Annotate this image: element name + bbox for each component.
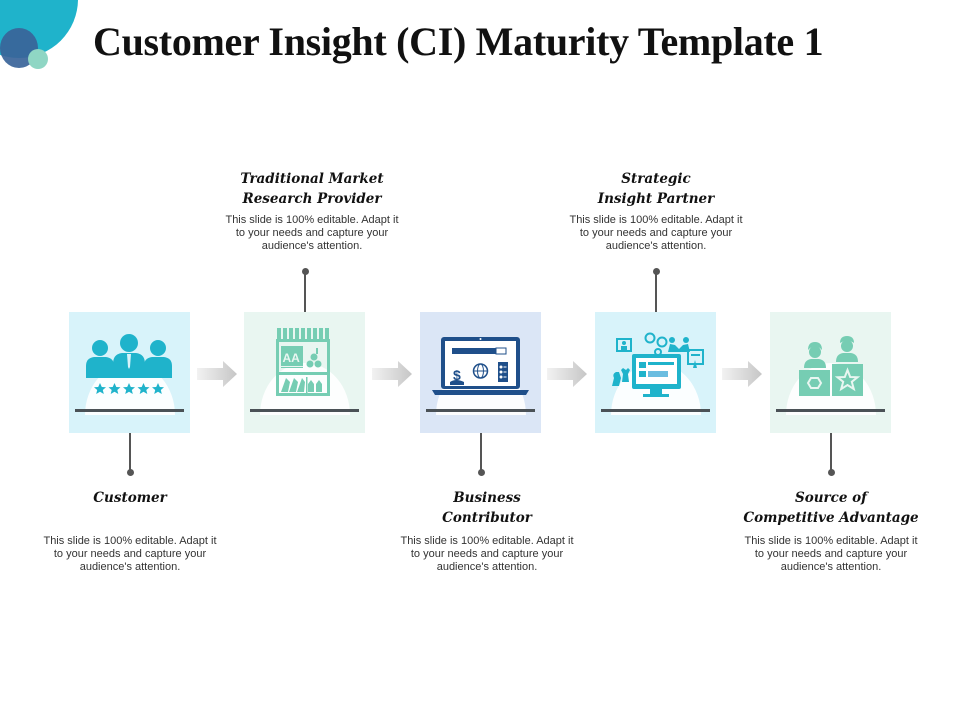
description-line: audience's attention. — [79, 561, 181, 573]
description-line: audience's attention. — [436, 561, 538, 573]
connector-line — [830, 433, 832, 473]
tile-base-line — [75, 409, 184, 412]
svg-text:$: $ — [453, 367, 461, 383]
description-line: to your needs and capture your — [754, 548, 908, 560]
stage-description-traditional-market-research-provider: This slide is 100% editable. Adapt it to… — [201, 214, 423, 253]
description-line: This slide is 100% editable. Adapt it — [744, 535, 918, 547]
tile-base-line — [601, 409, 710, 412]
connector-dot — [126, 469, 134, 476]
connector-line — [304, 272, 306, 312]
stage-tile-strategic-insight-partner — [595, 312, 716, 433]
description-line: audience's attention. — [261, 240, 363, 252]
stage-description-strategic-insight-partner: This slide is 100% editable. Adapt it to… — [545, 214, 767, 253]
stage-tile-customer — [69, 312, 190, 433]
flow-arrow-icon — [547, 361, 587, 387]
flow-arrow-icon — [372, 361, 412, 387]
connector-dot — [652, 268, 660, 275]
stage-tile-business-contributor: $ — [420, 312, 541, 433]
heading-line: Contributor — [442, 510, 532, 526]
market-stall-icon: AA — [276, 328, 330, 396]
heading-line: Source of — [794, 490, 867, 506]
description-line: This slide is 100% editable. Adapt it — [400, 535, 574, 547]
heading-line: Insight Partner — [597, 191, 715, 207]
stage-heading-source-of-competitive-advantage: Source of Competitive Advantage — [716, 488, 946, 528]
connector-line — [655, 272, 657, 312]
heading-line: Competitive Advantage — [743, 510, 919, 526]
description-line: to your needs and capture your — [410, 548, 564, 560]
stage-heading-business-contributor: Business Contributor — [381, 488, 593, 528]
stage-description-source-of-competitive-advantage: This slide is 100% editable. Adapt it to… — [720, 535, 942, 574]
connector-dot — [301, 268, 309, 275]
tile-base-line — [250, 409, 359, 412]
heading-line: Business — [453, 490, 521, 506]
heading-line: Traditional Market — [240, 171, 384, 187]
flow-arrow-icon — [197, 361, 237, 387]
description-line: audience's attention. — [605, 240, 707, 252]
decorative-circle-small — [28, 49, 48, 69]
customer-group-rating-icon — [86, 334, 172, 394]
heading-line: Strategic — [621, 171, 691, 187]
laptop-business-icon: $ — [432, 337, 529, 395]
description-line: This slide is 100% editable. Adapt it — [43, 535, 217, 547]
connector-line — [480, 433, 482, 473]
slide-title: Customer Insight (CI) Maturity Template … — [93, 19, 824, 64]
description-line: to your needs and capture your — [579, 227, 733, 239]
flow-arrow-icon — [722, 361, 762, 387]
competitors-podium-icon — [799, 336, 863, 396]
description-line: This slide is 100% editable. Adapt it — [569, 214, 743, 226]
connector-dot — [827, 469, 835, 476]
monitor-strategy-icon — [612, 332, 704, 397]
description-line: This slide is 100% editable. Adapt it — [225, 214, 399, 226]
svg-text:AA: AA — [283, 351, 301, 365]
description-line: audience's attention. — [780, 561, 882, 573]
connector-dot — [477, 469, 485, 476]
description-line: to your needs and capture your — [53, 548, 207, 560]
stage-tile-traditional-market-research-provider: AA — [244, 312, 365, 433]
tile-base-line — [426, 409, 535, 412]
stage-description-business-contributor: This slide is 100% editable. Adapt it to… — [376, 535, 598, 574]
stage-heading-strategic-insight-partner: Strategic Insight Partner — [551, 169, 761, 209]
stage-heading-traditional-market-research-provider: Traditional Market Research Provider — [200, 169, 424, 209]
tile-base-line — [776, 409, 885, 412]
description-line: to your needs and capture your — [235, 227, 389, 239]
heading-line: Customer — [93, 490, 167, 506]
connector-line — [129, 433, 131, 473]
stage-description-customer: This slide is 100% editable. Adapt it to… — [20, 535, 240, 574]
heading-line: Research Provider — [242, 191, 382, 207]
stage-heading-customer: Customer — [30, 488, 230, 508]
stage-tile-source-of-competitive-advantage — [770, 312, 891, 433]
